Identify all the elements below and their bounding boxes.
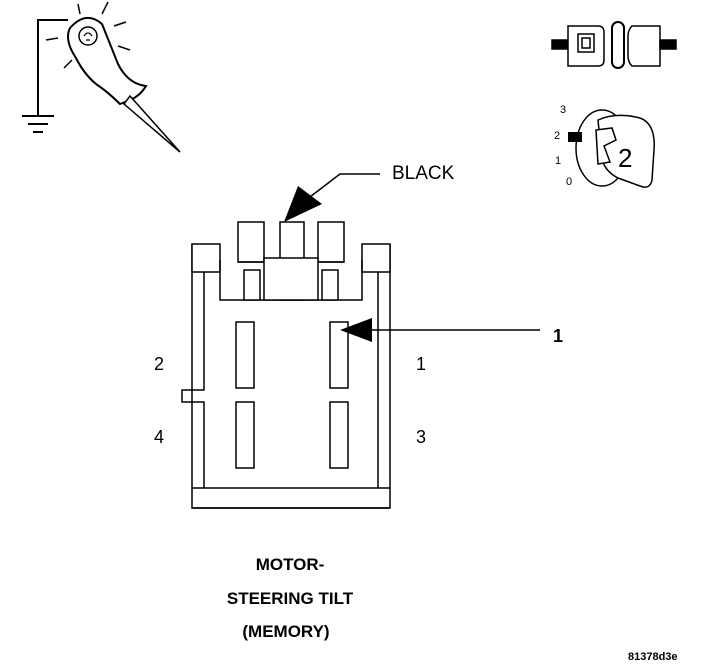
cavity-pin-2	[235, 321, 255, 389]
pin-label-1: 1	[416, 354, 427, 374]
callout-number: 1	[553, 326, 564, 346]
cavity-pin-3	[329, 401, 349, 469]
connector-title-line-2: STEERING TILT	[226, 589, 354, 608]
test-light-probe-icon	[45, 1, 181, 153]
cavity-pin-4	[235, 401, 255, 469]
connector-title-line-3: (MEMORY)	[242, 622, 330, 641]
figure-id: 81378d3e	[628, 651, 678, 663]
ground-icon	[22, 19, 68, 133]
disconnected-connector-icon	[551, 21, 677, 69]
key-position-3: 3	[560, 104, 567, 116]
black-callout-arrow	[284, 173, 380, 222]
color-callout-label: BLACK	[392, 163, 455, 184]
connector-body	[181, 221, 391, 509]
key-position-1: 1	[555, 155, 562, 167]
terminal-cavities	[235, 321, 349, 469]
key-position-2: 2	[554, 130, 561, 142]
key-number: 2	[618, 143, 633, 173]
pin-label-3: 3	[416, 427, 427, 447]
pin-label-4: 4	[154, 427, 165, 447]
pin-callout-arrow	[340, 318, 540, 342]
ignition-key-icon	[568, 109, 655, 188]
key-position-0: 0	[566, 176, 573, 188]
cavity-pin-1	[329, 321, 349, 389]
connector-title-line-1: MOTOR-	[255, 555, 325, 574]
pin-label-2: 2	[154, 354, 165, 374]
